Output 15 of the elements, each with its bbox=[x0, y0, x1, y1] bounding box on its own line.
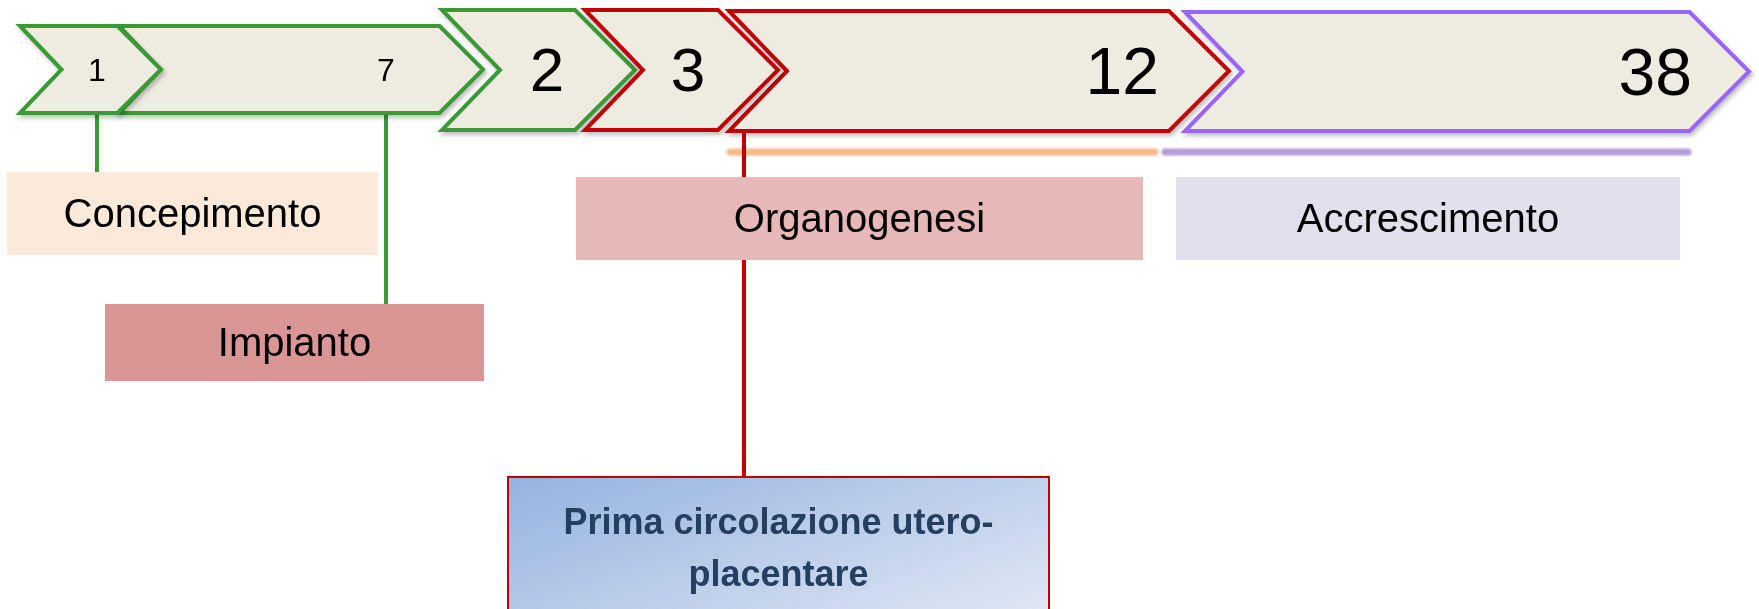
week-number: 7 bbox=[377, 50, 395, 90]
phase-label: Impianto bbox=[105, 304, 484, 381]
week-number: 2 bbox=[529, 34, 565, 106]
note-box: Prima circolazione utero-placentare bbox=[507, 476, 1050, 609]
week-number: 3 bbox=[670, 34, 706, 106]
connector-line bbox=[95, 115, 99, 172]
week-number: 38 bbox=[1618, 33, 1692, 111]
connector-line bbox=[742, 133, 746, 177]
week-number: 12 bbox=[1085, 33, 1159, 110]
connector-line bbox=[742, 260, 746, 476]
phase-label: Organogenesi bbox=[576, 177, 1143, 260]
phase-label: Concepimento bbox=[7, 172, 378, 255]
phase-label: Accrescimento bbox=[1176, 177, 1680, 260]
week-number: 1 bbox=[88, 50, 106, 90]
connector-line bbox=[384, 115, 388, 304]
